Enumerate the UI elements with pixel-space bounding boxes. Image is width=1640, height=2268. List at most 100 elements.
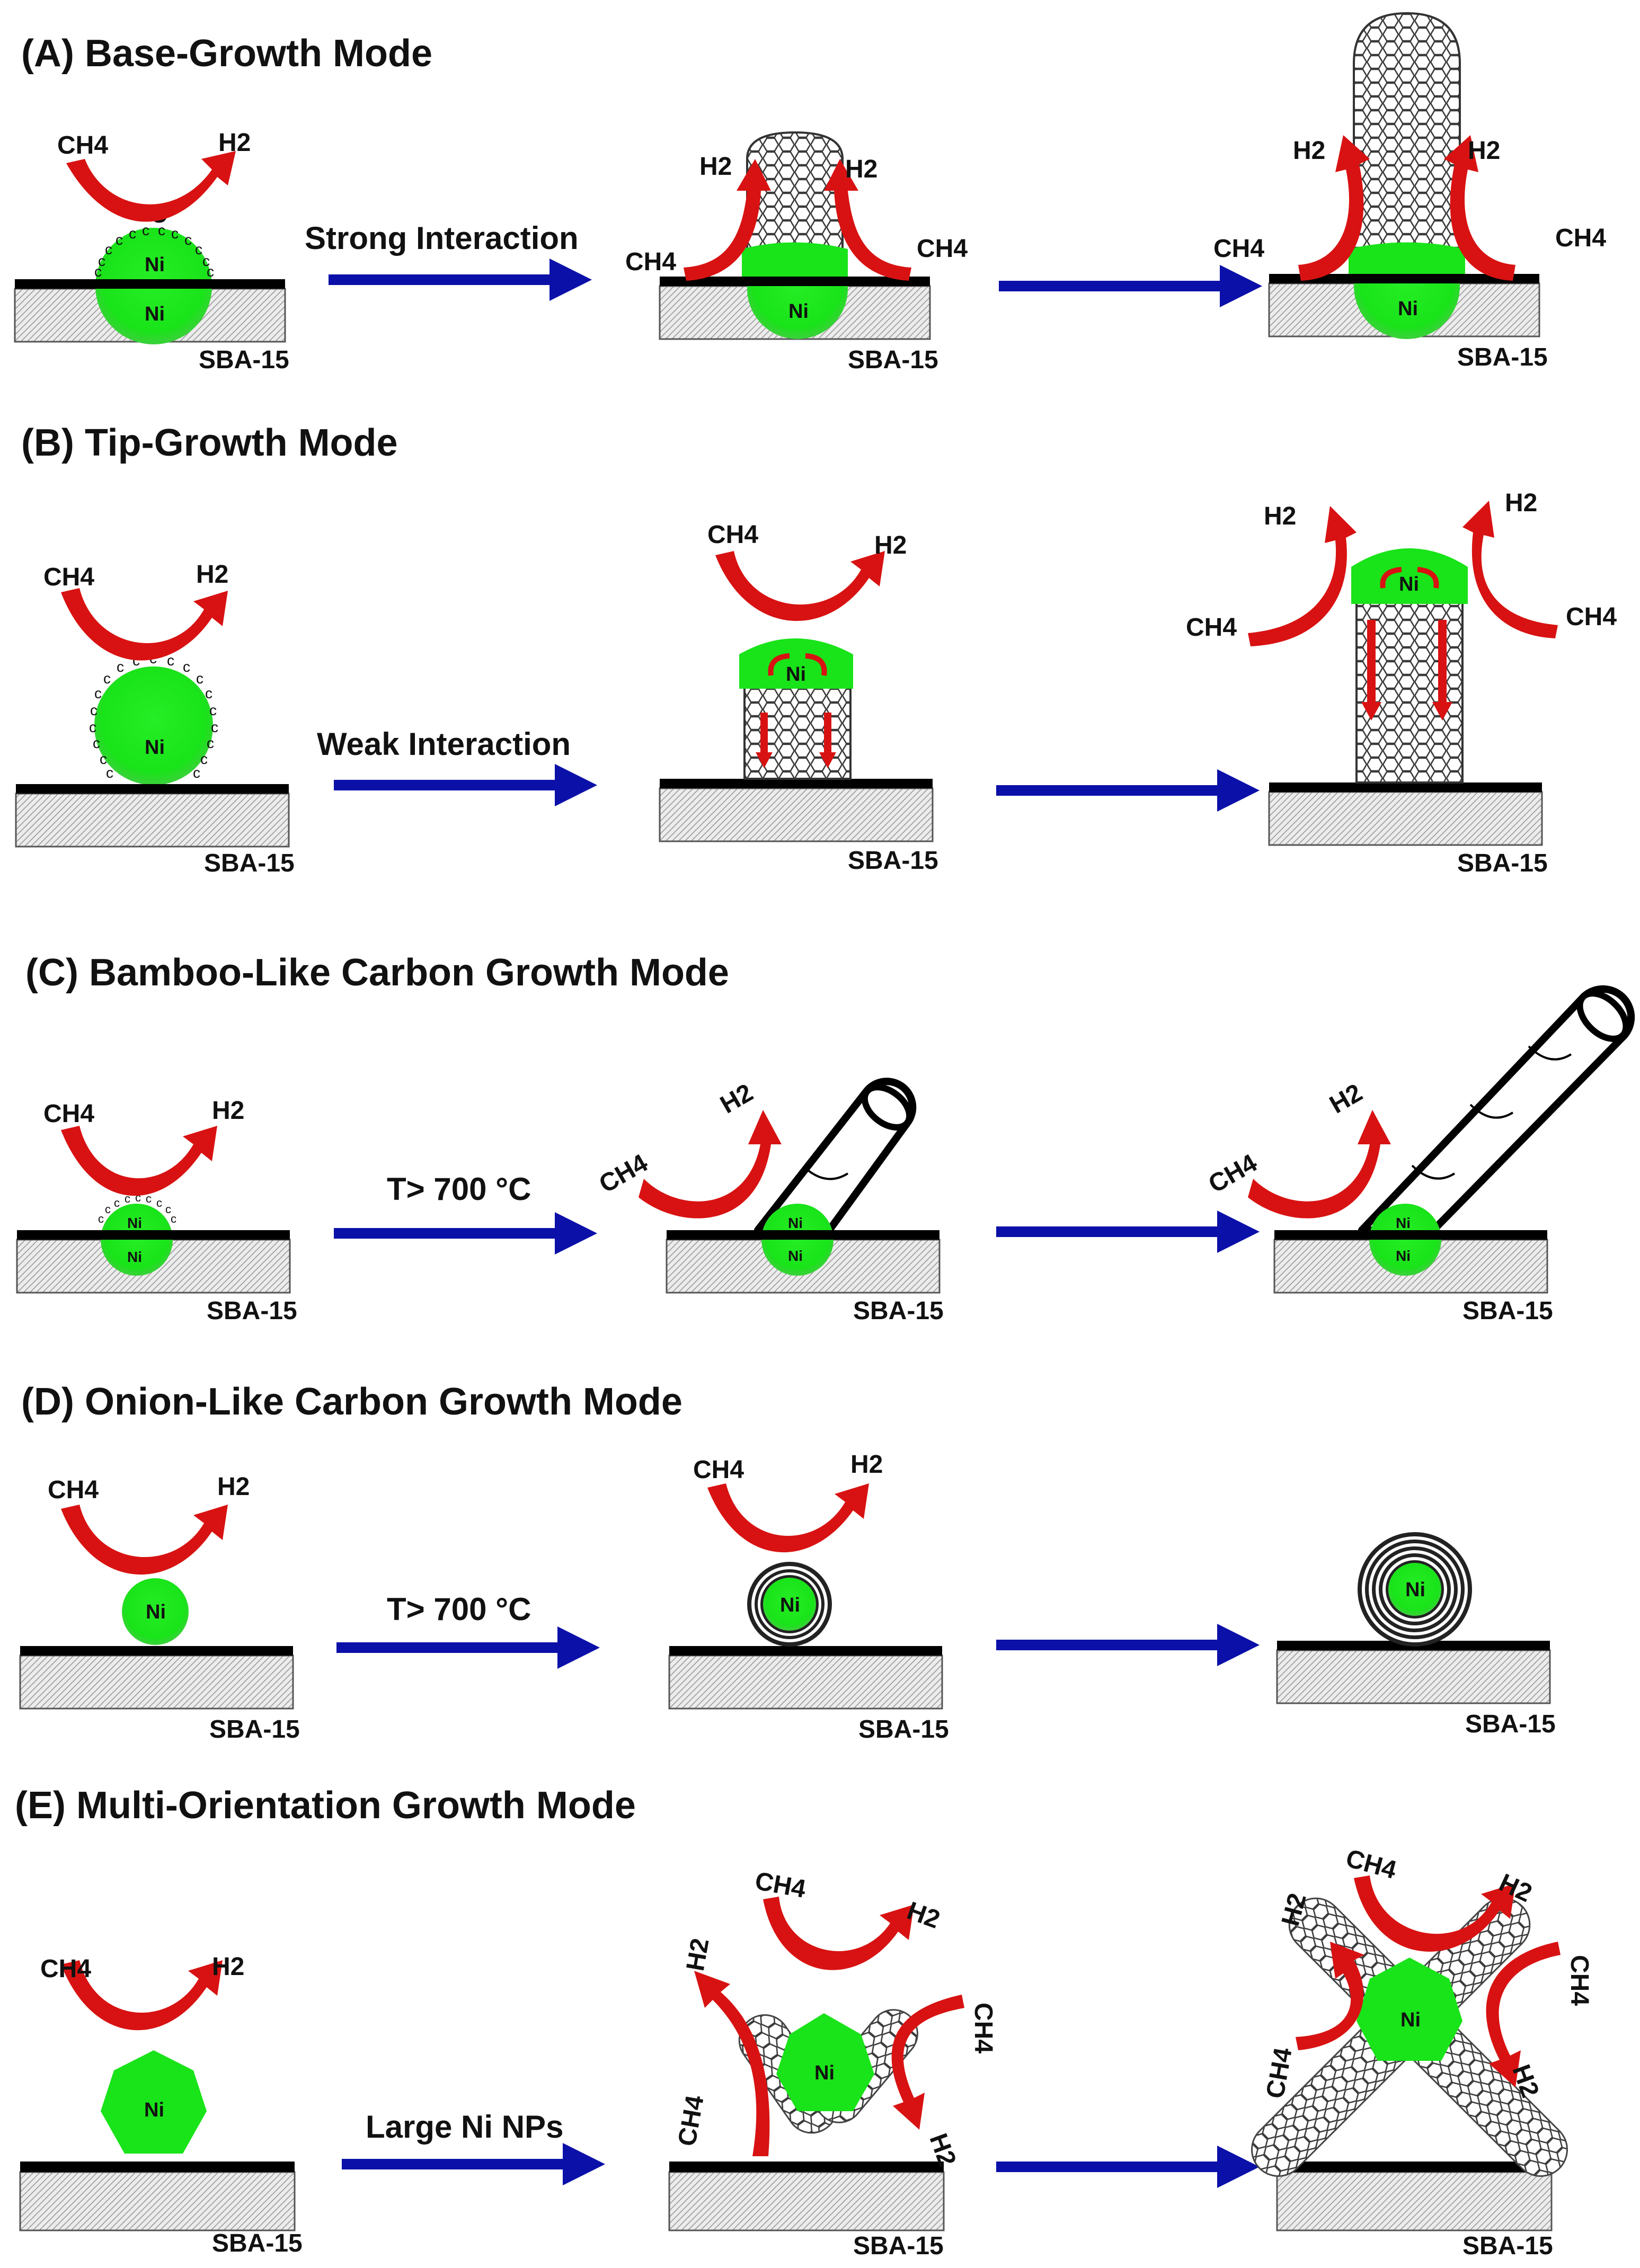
svg-text:c: c: [105, 241, 112, 257]
reaction-arrow: [824, 159, 911, 281]
support-label: SBA-15: [207, 1297, 297, 1325]
nickel-cap: [739, 638, 853, 689]
ni-label: Ni: [1396, 1248, 1411, 1264]
svg-text:c: c: [100, 751, 107, 767]
carbon-flow-arrow: [756, 752, 773, 768]
substrate-top-line: [669, 2162, 944, 2172]
substrate: [19, 1655, 294, 1710]
h2-label: H2: [845, 155, 877, 183]
svg-text:c: c: [205, 685, 212, 701]
svg-text:c: c: [207, 263, 214, 280]
bamboo-nanotube: [1358, 985, 1635, 1234]
substrate-top-line: [17, 1230, 290, 1240]
ni-label: Ni: [780, 1594, 800, 1616]
panel-c-title: (C) Bamboo-Like Carbon Growth Mode: [25, 951, 729, 994]
ch4-label: CH4: [1213, 235, 1264, 263]
carbon-flow-arrow: [760, 713, 768, 752]
h2-label: H2: [874, 531, 907, 559]
svg-text:c: c: [200, 751, 208, 767]
ni-label: Ni: [145, 254, 165, 276]
support-label: SBA-15: [1457, 343, 1548, 371]
svg-text:c: c: [211, 719, 218, 735]
stage-d2: Ni CH4 H2 SBA-15: [668, 1451, 949, 1744]
support-label: SBA-15: [1462, 1297, 1553, 1325]
substrate: [1268, 791, 1543, 846]
svg-text:c: c: [195, 241, 202, 257]
svg-text:c: c: [171, 225, 179, 242]
ni-label: Ni: [127, 1249, 142, 1265]
panel-b-condition: Weak Interaction: [317, 726, 571, 762]
ni-label: Ni: [146, 1601, 166, 1623]
carbon-flow-arrow: [805, 653, 827, 676]
stage-b2: Ni CH4 H2 SBA-15: [659, 521, 938, 875]
stage-a1: Ni Ni c ccc ccc ccc ccc CH4 H2 SBA-15: [14, 129, 289, 374]
h2-label: H2: [1468, 137, 1500, 165]
ni-label: Ni: [1405, 1579, 1425, 1601]
substrate: [659, 787, 934, 842]
nickel-cap: [742, 242, 848, 277]
stage-e2: Ni CH4 H2 CH4 H2 H2 CH4 SBA-15: [668, 1867, 997, 2260]
reaction-arrow: [763, 1897, 914, 1970]
substrate-top-line: [1269, 274, 1539, 283]
carbon-flow-arrow: [1438, 620, 1447, 702]
panel-d-title: (D) Onion-Like Carbon Growth Mode: [21, 1381, 682, 1423]
support-label: SBA-15: [853, 1297, 944, 1325]
ch4-label: CH4: [693, 1456, 744, 1484]
panel-b-title: (B) Tip-Growth Mode: [21, 422, 398, 464]
ni-label: Ni: [145, 303, 165, 325]
h2-label: H2: [716, 1079, 758, 1119]
ch4-label: CH4: [57, 131, 108, 159]
substrate-top-line: [1274, 1230, 1547, 1240]
ch4-label: CH4: [673, 2093, 710, 2148]
svg-text:c: c: [94, 685, 102, 701]
carbon-flow-arrow: [824, 713, 831, 752]
svg-text:c: c: [209, 702, 217, 718]
panel-c-condition: T> 700 °C: [387, 1171, 531, 1207]
nickel-particle: [122, 1578, 189, 1645]
stage-d3: Ni SBA-15: [1276, 1532, 1556, 1738]
substrate: [668, 2171, 945, 2231]
substrate: [1276, 2171, 1553, 2231]
panel-d: (D) Onion-Like Carbon Growth Mode T> 700…: [19, 1381, 1556, 1744]
stage-c3: Ni Ni CH4 H2 SBA-15: [1204, 985, 1635, 1325]
substrate-top-line: [669, 1646, 942, 1656]
h2-label: H2: [681, 1936, 715, 1973]
bamboo-nanotube: [754, 1078, 917, 1234]
stage-c2: Ni Ni CH4 H2 SBA-15: [595, 1078, 944, 1325]
ch4-label: CH4: [1565, 1955, 1593, 2006]
svg-text:c: c: [90, 702, 97, 718]
h2-label: H2: [1325, 1079, 1368, 1119]
svg-text:c: c: [116, 232, 123, 248]
substrate-top-line: [660, 277, 930, 286]
nickel-particle: [101, 2050, 207, 2154]
svg-text:c: c: [98, 1212, 104, 1225]
ch4-label: CH4: [625, 248, 676, 276]
ni-label: Ni: [788, 1215, 803, 1231]
h2-label: H2: [1505, 489, 1537, 517]
substrate: [15, 793, 290, 848]
h2-label: H2: [212, 1097, 244, 1125]
h2-label: H2: [1293, 137, 1325, 165]
ni-label: Ni: [788, 300, 809, 323]
carbon-nanotube: [746, 131, 844, 261]
panel-e: (E) Multi-Orientation Growth Mode Large …: [15, 1784, 1593, 2260]
h2-label: H2: [218, 129, 251, 157]
svg-text:c: c: [105, 1203, 111, 1216]
ch4-label: CH4: [707, 521, 758, 549]
support-label: SBA-15: [848, 847, 938, 875]
support-label: SBA-15: [204, 849, 295, 877]
ni-label: Ni: [1399, 573, 1419, 595]
svg-text:c: c: [193, 764, 200, 781]
svg-text:c: c: [202, 253, 210, 269]
ni-label: Ni: [788, 1248, 803, 1264]
support-label: SBA-15: [848, 346, 938, 374]
ni-label: Ni: [1398, 298, 1418, 320]
ni-label: Ni: [786, 663, 806, 686]
reaction-arrow: [707, 1483, 869, 1553]
ni-label: Ni: [127, 1215, 142, 1231]
svg-text:c: c: [196, 670, 203, 687]
